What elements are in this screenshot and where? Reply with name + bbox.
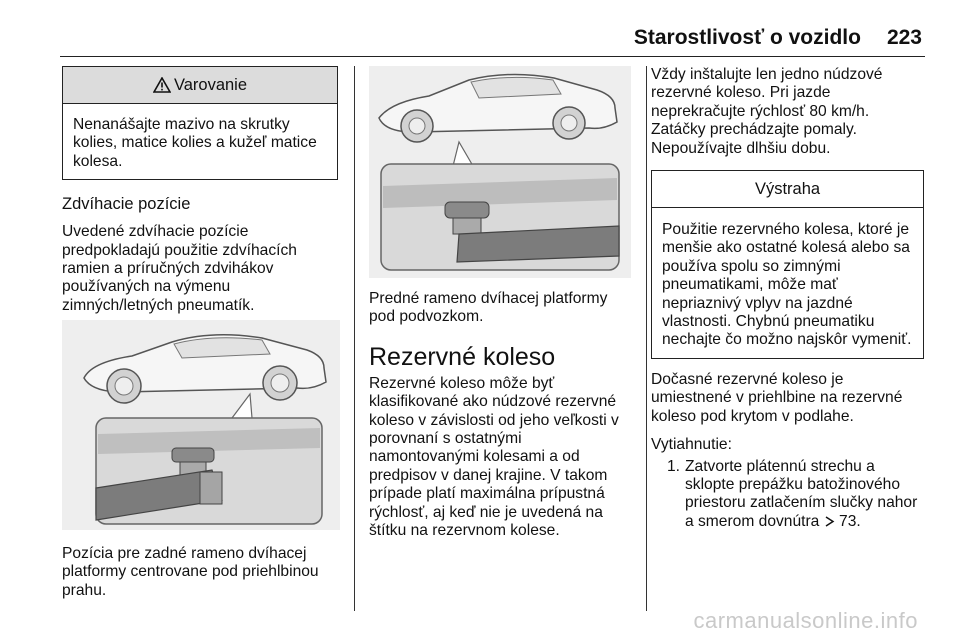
reference-arrow-icon [824,514,835,527]
step-text: Zatvorte plátennú strechu a sklopte prep… [685,457,918,530]
warning-triangle-icon [152,76,172,93]
lifting-intro: Uvedené zdvíhacie pozície predpokladajú … [62,223,297,314]
notice-box: Výstraha Použitie rezervného kolesa, kto… [651,170,924,359]
rear-lift-illustration [62,320,340,530]
step-number: 1. [667,457,681,475]
warning-box-header: Varovanie [63,67,337,104]
column-3: Vždy inštalujte len jedno núdzové rezerv… [651,66,926,531]
warning-box: Varovanie Nenanášajte mazivo na skrutky … [62,66,338,181]
removal-title: Vytiahnutie: [651,436,732,454]
front-lift-illustration [369,66,631,278]
notice-text: Použitie rezervného kolesa, ktoré je men… [662,221,912,349]
removal-step: 1. Zatvorte plátennú strechu a sklopte p… [651,458,926,532]
section-title-spare-wheel: Rezervné koleso [369,342,556,371]
front-lift-caption: Predné rameno dvíhacej platformy pod pod… [369,290,608,326]
watermark: carmanualsonline.info [693,608,918,633]
step-page-reference[interactable]: 73. [839,512,861,530]
section-title-lifting: Zdvíhacie pozície [62,195,191,214]
notice-title: Výstraha [754,179,821,198]
column-2: Predné rameno dvíhacej platformy pod pod… [369,290,633,540]
removal-steps: 1. Zatvorte plátennú strechu a sklopte p… [651,458,926,532]
spare-wheel-intro: Vždy inštalujte len jedno núdzové rezerv… [651,66,883,157]
header-rule [60,56,925,57]
page-title: Starostlivosť o vozidlo [633,26,861,49]
column-divider-1 [354,66,355,611]
spare-wheel-body: Rezervné koleso môže byť klasifikované a… [369,374,619,540]
page-header: Starostlivosť o vozidlo 223 [60,26,922,56]
notice-box-header: Výstraha [652,171,923,209]
column-divider-2 [646,66,647,611]
rear-lift-caption: Pozícia pre zadné rameno dvíhacej platfo… [62,545,319,599]
warning-title: Varovanie [173,75,248,94]
page-number: 223 [886,26,922,49]
column-1: Varovanie Nenanášajte mazivo na skrutky … [62,66,340,315]
warning-text: Nenanášajte mazivo na skrutky kolies, ma… [73,116,317,170]
temporary-spare-text: Dočasné rezervné koleso je umiestnené v … [651,370,903,425]
